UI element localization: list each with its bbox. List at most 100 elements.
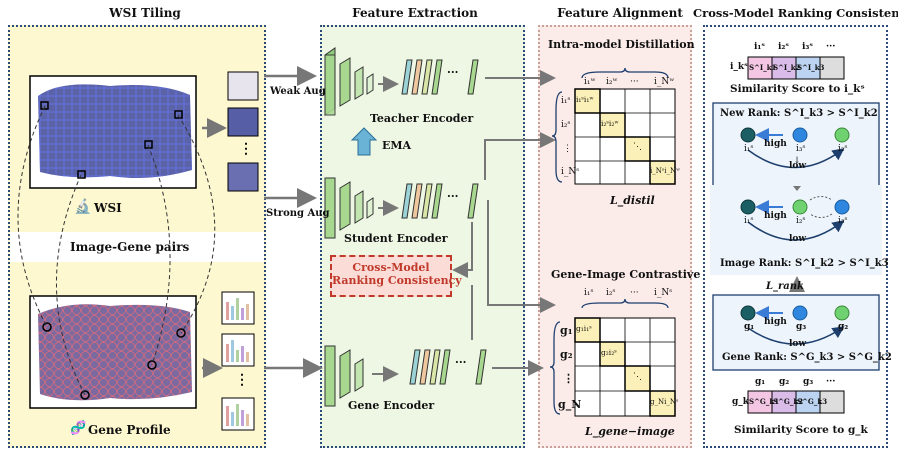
intra-col-4: i_Nʷ (654, 77, 675, 87)
gene-encoder-label: Gene Encoder (348, 399, 435, 412)
loss-distil: L_distil (610, 194, 655, 207)
dna-icon: 🧬 (70, 421, 87, 436)
teacher-encoder-blocks (324, 47, 374, 116)
rank-top-cell-2: S^I_k2 (773, 63, 801, 72)
intra-col-1: i₁ʷ (584, 77, 596, 87)
strong-aug-label: Strong Aug (266, 208, 330, 219)
new-rank-label: New Rank: S^I_k3 > S^I_k2 (720, 108, 878, 119)
image-high-label: high (764, 211, 787, 221)
title-wsi-tiling: WSI Tiling (109, 6, 181, 20)
contrastive-row-3: ⋮ (563, 372, 574, 385)
student-ellipsis: ··· (447, 190, 459, 203)
title-cross-model: Cross-Model Ranking Consistency (693, 6, 898, 20)
contrastive-row-1: g₁ (560, 324, 573, 337)
gene-bar-charts (221, 291, 255, 431)
contrastive-col-1: i₁ˢ (584, 288, 594, 298)
gene-node-1: g₁ (744, 322, 755, 332)
intra-row-4: i_Nˢ (561, 167, 580, 177)
contrastive-diag-2: g₂i₂ˢ (601, 348, 617, 357)
rank-top-cell-3: S^I_k3 (797, 63, 825, 72)
bars-dots: ⋮ (235, 372, 249, 388)
contrastive-row-4: g_N (558, 398, 582, 411)
rank-top-cell-1: S^I_k1 (749, 63, 777, 72)
image-node-3: i₃ˢ (838, 216, 848, 226)
gene-node-2: g₃ (796, 322, 807, 332)
tile-images (227, 71, 259, 192)
gene-low-label: low (789, 339, 807, 349)
intra-title: Intra-model Distillation (548, 38, 695, 51)
rank-top-header-3: i₃ˢ (802, 42, 813, 52)
gene-high-label: high (764, 317, 787, 327)
rank-bottom-row-label: g_k (732, 397, 750, 407)
wsi-label: WSI (94, 201, 122, 215)
contrastive-matrix (549, 298, 676, 417)
image-node-1: i₁ˢ (744, 216, 754, 226)
rank-bottom-cell-3: S^G_k3 (797, 397, 828, 406)
contrastive-diag-4: g_Ni_Nˢ (650, 398, 679, 406)
new-high-label: high (764, 139, 787, 149)
intra-diag-3: ⋱ (633, 142, 642, 152)
gene-rank-label: Gene Rank: S^G_k3 > S^G_k2 (722, 352, 892, 363)
rank-bottom-header-3: g₃ (803, 377, 814, 387)
new-node-3: i₂ˢ (838, 144, 848, 154)
contrastive-col-4: i_Nˢ (654, 288, 673, 298)
wsi-slide-image (29, 75, 197, 189)
intra-col-2: i₂ʷ (606, 77, 618, 87)
image-rank-area (710, 185, 882, 275)
rank-top-header-2: i₂ˢ (778, 42, 789, 52)
intra-diag-4: i_Nˢi_Nʷ (650, 167, 681, 175)
cmrc-line1: Cross-Model (352, 261, 430, 274)
new-node-1: i₁ˢ (744, 144, 754, 154)
rank-bottom-caption: Similarity Score to g_k (734, 424, 868, 436)
ema-label: EMA (382, 139, 412, 152)
rank-bottom-header-1: g₁ (755, 377, 766, 387)
intra-row-1: i₁ˢ (561, 96, 571, 106)
teacher-ellipsis: ··· (447, 66, 459, 79)
student-features (401, 183, 479, 219)
gene-spot-image (29, 295, 197, 409)
new-rank-box (712, 102, 880, 194)
student-encoder-blocks (324, 177, 374, 239)
contrastive-title: Gene-Image Contrastive (551, 268, 701, 281)
contrastive-col-3: ··· (630, 288, 639, 298)
image-gene-pairs-label: Image-Gene pairs (70, 240, 190, 254)
rank-top-row-label: i_kˢ (730, 62, 748, 72)
new-low-label: low (789, 161, 807, 171)
image-rank-label: Image Rank: S^I_k2 > S^I_k3 (720, 258, 889, 269)
tiles-dots: ⋮ (239, 141, 253, 157)
intra-diag-2: i₂ˢi₂ʷ (601, 119, 619, 128)
image-node-2: i₂ˢ (796, 216, 806, 226)
intra-row-2: i₂ˢ (561, 120, 571, 130)
contrastive-diag-1: g₁i₁ˢ (576, 324, 592, 333)
gene-ellipsis: ··· (455, 356, 467, 369)
weak-aug-label: Weak Aug (270, 86, 326, 97)
bottom-similarity-row (747, 390, 845, 414)
intra-row-3: ⋮ (563, 144, 572, 154)
distil-matrix (551, 67, 676, 185)
image-low-label: low (789, 234, 807, 244)
gene-profile-label: Gene Profile (88, 423, 171, 437)
contrastive-row-2: g₂ (560, 348, 573, 361)
intra-col-3: ··· (630, 77, 639, 87)
rank-bottom-cell-2: S^G_k2 (773, 397, 804, 406)
teacher-features (401, 59, 479, 95)
contrastive-diag-3: ⋱ (633, 372, 642, 382)
cmrc-box: Cross-Model Ranking Consistency (330, 255, 462, 297)
student-encoder-label: Student Encoder (344, 232, 448, 245)
top-similarity-row (747, 56, 845, 80)
intra-diag-1: i₁ˢi₁ʷ (576, 95, 594, 104)
rank-top-header-1: i₁ˢ (754, 42, 765, 52)
contrastive-col-2: i₂ˢ (606, 288, 616, 298)
gene-features (409, 349, 487, 385)
pairing-curves (17, 105, 216, 396)
image-gene-pairs-band (10, 232, 264, 262)
rank-top-header-4: ··· (826, 42, 836, 52)
loss-gene-image: L_gene−image (585, 425, 675, 438)
ema-arrow (350, 127, 378, 156)
rank-bottom-cell-1: S^G_k1 (749, 397, 780, 406)
title-feature-extraction: Feature Extraction (352, 6, 478, 20)
title-feature-alignment: Feature Alignment (557, 6, 683, 20)
rank-bottom-header-2: g₂ (779, 377, 790, 387)
microscope-icon: 🔬 (74, 199, 92, 215)
